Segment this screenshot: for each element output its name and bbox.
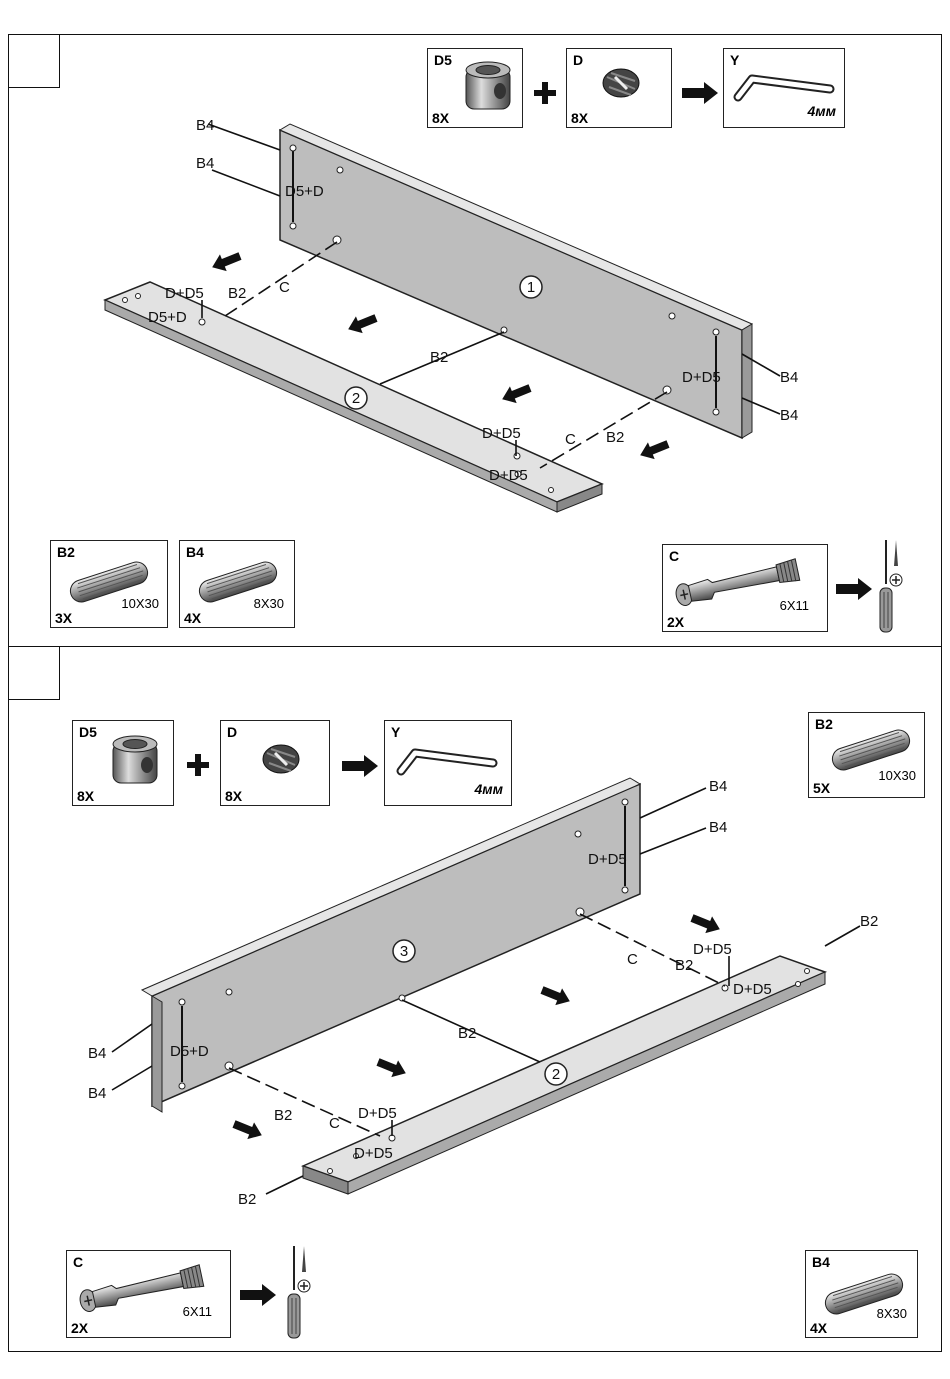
label-d-d5: D+D5 xyxy=(482,425,521,442)
part-code: B4 xyxy=(186,544,204,560)
direction-arrow-icon xyxy=(345,310,380,338)
part-code: C xyxy=(669,548,679,564)
step1-part-dowel-b2: B2 3X 10X30 xyxy=(50,540,168,628)
arrow-right-icon xyxy=(834,578,874,600)
step1-part-connector-bolt: C 2X 6X11 xyxy=(662,544,828,632)
label-b4: B4 xyxy=(88,1085,106,1102)
label-b4: B4 xyxy=(196,117,214,134)
part-quantity: 2X xyxy=(667,614,684,630)
direction-arrow-icon xyxy=(231,1116,266,1144)
panel-number-label: 3 xyxy=(400,943,408,960)
screwdriver-icon xyxy=(280,1246,320,1341)
screwdriver-icon xyxy=(872,540,912,635)
step2-part-connector-bolt: C 2X 6X11 xyxy=(66,1250,231,1338)
rail-number-label: 2 xyxy=(552,1066,560,1083)
part-size: 8X30 xyxy=(254,596,284,611)
rail-number-label: 2 xyxy=(352,390,360,407)
part-size: 10X30 xyxy=(121,596,159,611)
part-code: B2 xyxy=(57,544,75,560)
label-d5-d: D5+D xyxy=(170,1043,209,1060)
part-quantity: 4X xyxy=(810,1320,827,1336)
direction-arrow-icon xyxy=(689,910,724,938)
part-quantity: 4X xyxy=(184,610,201,626)
label-b2: B2 xyxy=(458,1025,476,1042)
direction-arrow-icon xyxy=(375,1054,410,1082)
step2-part-dowel-b4: B4 4X 8X30 xyxy=(805,1250,918,1338)
label-b4: B4 xyxy=(780,407,798,424)
part-code: B4 xyxy=(812,1254,830,1270)
label-d-d5: D+D5 xyxy=(733,981,772,998)
label-b2: B2 xyxy=(675,957,693,974)
part-code: C xyxy=(73,1254,83,1270)
label-b4: B4 xyxy=(780,369,798,386)
label-b2: B2 xyxy=(274,1107,292,1124)
label-c: C xyxy=(329,1115,340,1132)
label-d-d5: D+D5 xyxy=(693,941,732,958)
direction-arrow-icon xyxy=(499,380,534,408)
part-quantity: 2X xyxy=(71,1320,88,1336)
part-size: 6X11 xyxy=(780,598,809,613)
label-b2: B2 xyxy=(430,349,448,366)
label-b4: B4 xyxy=(88,1045,106,1062)
label-d-d5: D+D5 xyxy=(358,1105,397,1122)
direction-arrow-icon xyxy=(539,982,574,1010)
label-c: C xyxy=(279,279,290,296)
label-d5-d: D5+D xyxy=(285,183,324,200)
step2-assembly-diagram: 3 2 B4 B4 D+D5 B2 D+D5 C B2 D+D5 D xyxy=(0,646,950,1352)
part-size: 6X11 xyxy=(183,1304,212,1319)
part-quantity: 3X xyxy=(55,610,72,626)
step1-part-dowel-b4: B4 4X 8X30 xyxy=(179,540,295,628)
panel-number-label: 1 xyxy=(527,279,535,296)
label-c: C xyxy=(627,951,638,968)
label-b2: B2 xyxy=(238,1191,256,1208)
direction-arrow-icon xyxy=(637,436,672,464)
part-size: 8X30 xyxy=(877,1306,907,1321)
label-b2: B2 xyxy=(606,429,624,446)
label-b2: B2 xyxy=(228,285,246,302)
label-d-d5: D+D5 xyxy=(588,851,627,868)
label-b4: B4 xyxy=(196,155,214,172)
label-d-d5: D+D5 xyxy=(682,369,721,386)
direction-arrow-icon xyxy=(209,248,244,276)
label-d-d5: D+D5 xyxy=(354,1145,393,1162)
label-b4: B4 xyxy=(709,819,727,836)
label-d5-d: D5+D xyxy=(148,309,187,326)
label-b2: B2 xyxy=(860,913,878,930)
label-d-d5: D+D5 xyxy=(165,285,204,302)
arrow-right-icon xyxy=(238,1284,278,1306)
label-c: C xyxy=(565,431,576,448)
label-b4: B4 xyxy=(709,778,727,795)
label-d-d5: D+D5 xyxy=(489,467,528,484)
